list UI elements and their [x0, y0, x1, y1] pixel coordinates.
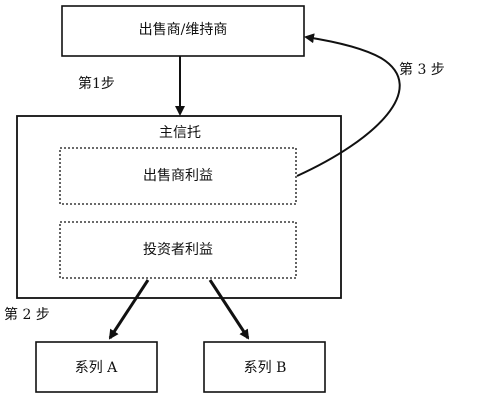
seller-servicer-label: 出售商/维持商 — [138, 22, 228, 38]
step-2-label: 第 2 步 — [4, 307, 50, 323]
seller-interest-box — [59, 147, 297, 205]
seller-interest-label: 出售商利益 — [143, 168, 213, 184]
series-b-label: 系列 B — [243, 360, 287, 376]
investor-interest-box — [59, 221, 297, 279]
series-a-label: 系列 A — [74, 360, 118, 376]
seller-servicer-box — [61, 5, 305, 57]
series-a-box — [35, 341, 158, 393]
step-3-arrow — [296, 33, 401, 177]
step-1-label: 第1步 — [78, 76, 115, 92]
master-trust-label: 主信托 — [159, 125, 201, 141]
step-2-arrow-series-a — [108, 279, 150, 340]
series-b-box — [203, 341, 326, 393]
step-3-label: 第 3 步 — [399, 62, 445, 78]
step-2-arrow-series-b — [208, 279, 250, 340]
investor-interest-label: 投资者利益 — [143, 242, 213, 258]
